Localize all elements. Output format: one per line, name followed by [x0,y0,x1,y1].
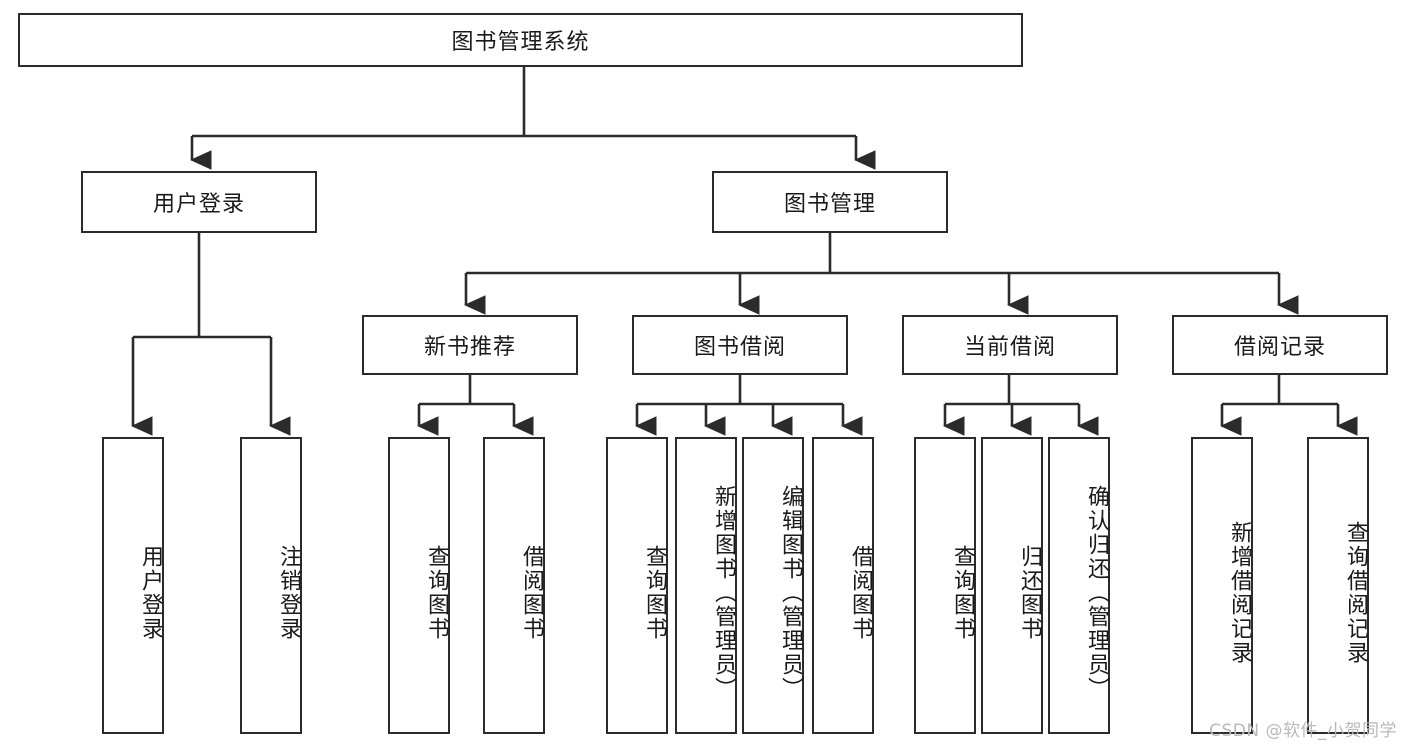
node-label: 查询图书 [642,544,667,641]
node-label: 编辑图书（管理员） [778,484,803,701]
leaf-current-borrow-return[interactable]: 归还图书 [981,437,1043,734]
csdn-watermark: CSDN @软件_小贺同学 [1209,721,1397,741]
node-label: 图书管理系统 [451,30,590,55]
leaf-user-login-logout[interactable]: 注销登录 [240,437,302,734]
node-label: 借阅图书 [848,544,873,641]
leaf-user-login-login[interactable]: 用户登录 [102,437,164,734]
node-borrow-records[interactable]: 借阅记录 [1172,315,1388,375]
node-book-borrow[interactable]: 图书借阅 [632,315,848,375]
leaf-current-borrow-query[interactable]: 查询图书 [914,437,976,734]
leaf-book-borrow-query[interactable]: 查询图书 [606,437,668,734]
leaf-new-book-borrow[interactable]: 借阅图书 [483,437,545,734]
node-label: 借阅记录 [1233,335,1326,360]
node-label: 查询借阅记录 [1343,520,1368,665]
node-label: 借阅图书 [519,544,544,641]
leaf-book-borrow-borrow[interactable]: 借阅图书 [812,437,874,734]
node-label: 新增借阅记录 [1227,520,1252,665]
node-label: 图书借阅 [693,335,786,360]
node-label: 用户登录 [138,544,163,641]
node-new-book-recommend[interactable]: 新书推荐 [362,315,578,375]
leaf-current-borrow-confirm-return[interactable]: 确认归还（管理员） [1048,437,1110,734]
node-label: 注销登录 [276,544,301,641]
node-label: 图书管理 [783,192,876,217]
leaf-new-book-query[interactable]: 查询图书 [388,437,450,734]
node-label: 新增图书（管理员） [711,484,736,701]
node-label: 查询图书 [424,544,449,641]
node-label: 确认归还（管理员） [1084,484,1109,701]
node-label: 新书推荐 [423,335,516,360]
leaf-borrow-record-query[interactable]: 查询借阅记录 [1307,437,1369,734]
leaf-book-borrow-edit[interactable]: 编辑图书（管理员） [742,437,804,734]
node-label: 归还图书 [1017,544,1042,641]
node-book-management[interactable]: 图书管理 [712,171,948,233]
node-label: 当前借阅 [963,335,1056,360]
leaf-book-borrow-add[interactable]: 新增图书（管理员） [675,437,737,734]
node-root-book-management-system[interactable]: 图书管理系统 [18,13,1023,67]
node-label: 查询图书 [950,544,975,641]
node-current-borrow[interactable]: 当前借阅 [902,315,1118,375]
node-label: 用户登录 [152,192,245,217]
leaf-borrow-record-add[interactable]: 新增借阅记录 [1191,437,1253,734]
node-user-login[interactable]: 用户登录 [81,171,317,233]
